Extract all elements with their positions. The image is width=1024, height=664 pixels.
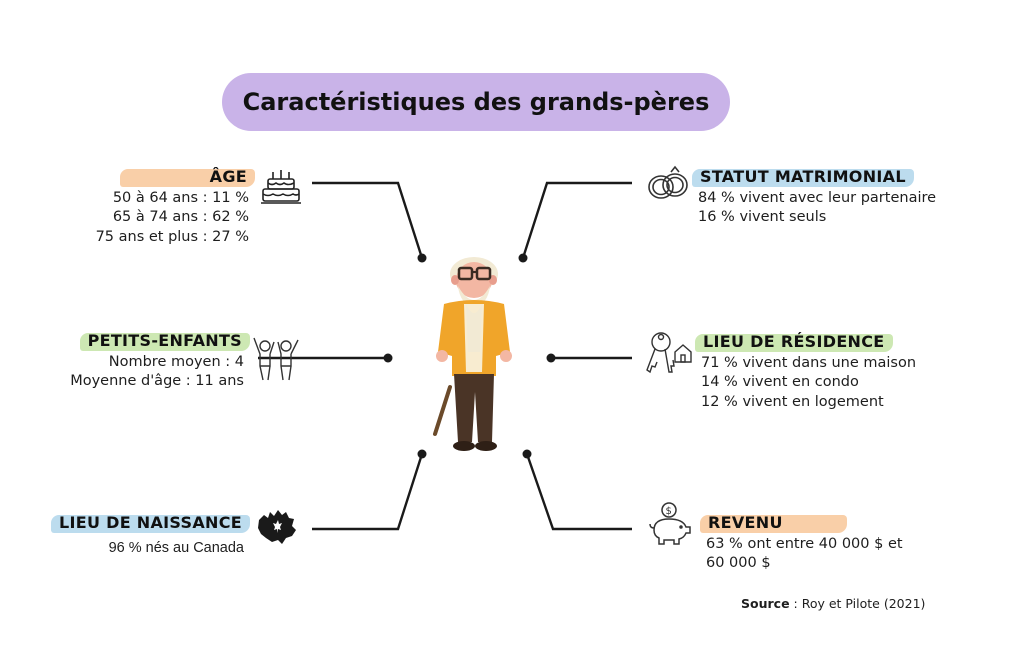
marital-heading-highlight xyxy=(692,169,914,187)
birthplace-heading-highlight xyxy=(50,515,250,533)
age-line-3: 75 ans et plus : 27 % xyxy=(95,228,249,245)
section-income-heading: REVENU xyxy=(700,512,847,534)
section-marital-heading: STATUT MATRIMONIAL xyxy=(692,166,914,188)
section-birthplace: LIEU DE NAISSANCE 96 % nés au Canada xyxy=(50,512,250,558)
grandchildren-line-1: Nombre moyen : 4 xyxy=(108,353,244,370)
connector-age xyxy=(312,181,424,259)
source-citation: Source : Roy et Pilote (2021) xyxy=(741,596,925,611)
section-income: REVENU 63 % ont entre 40 000 $ et 60 000… xyxy=(700,512,903,574)
section-age: ÂGE 50 à 64 ans : 11 % 65 à 74 ans : 62 … xyxy=(95,166,255,247)
section-birthplace-heading: LIEU DE NAISSANCE xyxy=(50,512,250,534)
marital-line-1: 84 % vivent avec leur partenaire xyxy=(698,189,937,206)
income-line-2: 60 000 $ xyxy=(706,555,771,571)
connector-dot-marital xyxy=(518,253,528,263)
svg-text:$: $ xyxy=(666,506,672,517)
connector-dot-grandchildren xyxy=(383,353,393,363)
birthday-cake-icon xyxy=(261,170,301,204)
section-residence: LIEU DE RÉSIDENCE 71 % vivent dans une m… xyxy=(695,331,917,412)
birthplace-line-1: 96 % nés au Canada xyxy=(108,539,244,556)
connector-dot-income xyxy=(522,449,532,459)
section-grandchildren-heading: PETITS-ENFANTS xyxy=(79,330,250,352)
residence-line-3: 12 % vivent en logement xyxy=(701,393,884,410)
children-icon xyxy=(253,337,299,381)
section-age-heading: ÂGE xyxy=(119,166,255,188)
house-keys-icon xyxy=(646,332,692,374)
grandchildren-line-2: Moyenne d'âge : 11 ans xyxy=(70,373,244,389)
connector-income xyxy=(525,453,632,531)
page-title-text: Caractéristiques des grands-pères xyxy=(242,88,710,116)
age-line-1: 50 à 64 ans : 11 % xyxy=(112,189,249,206)
wedding-rings-icon xyxy=(648,165,688,199)
canada-map-icon xyxy=(258,510,296,544)
residence-line-1: 71 % vivent dans une maison xyxy=(701,354,917,371)
marital-line-2: 16 % vivent seuls xyxy=(698,209,827,225)
connector-dot-residence xyxy=(546,353,556,363)
page-title: Caractéristiques des grands-pères xyxy=(222,73,730,131)
section-residence-heading: LIEU DE RÉSIDENCE xyxy=(695,331,893,353)
connector-dot-age xyxy=(417,253,427,263)
residence-line-2: 14 % vivent en condo xyxy=(701,374,859,390)
source-text: : Roy et Pilote (2021) xyxy=(789,596,926,611)
grandchildren-heading-highlight xyxy=(79,333,250,351)
source-label: Source xyxy=(741,596,790,611)
income-heading-highlight xyxy=(700,515,847,533)
section-marital: STATUT MATRIMONIAL 84 % vivent avec leur… xyxy=(692,166,937,228)
age-line-2: 65 à 74 ans : 62 % xyxy=(112,209,249,225)
income-line-1: 63 % ont entre 40 000 $ et xyxy=(706,535,903,552)
grandfather-illustration xyxy=(433,257,512,451)
residence-heading-highlight xyxy=(695,334,893,352)
age-heading-highlight xyxy=(119,169,255,187)
connector-dot-birthplace xyxy=(417,449,427,459)
connector-marital xyxy=(521,181,632,259)
piggy-bank-icon: $ xyxy=(649,502,691,545)
section-grandchildren: PETITS-ENFANTS Nombre moyen : 4 Moyenne … xyxy=(70,330,250,392)
connector-birthplace xyxy=(312,453,424,531)
